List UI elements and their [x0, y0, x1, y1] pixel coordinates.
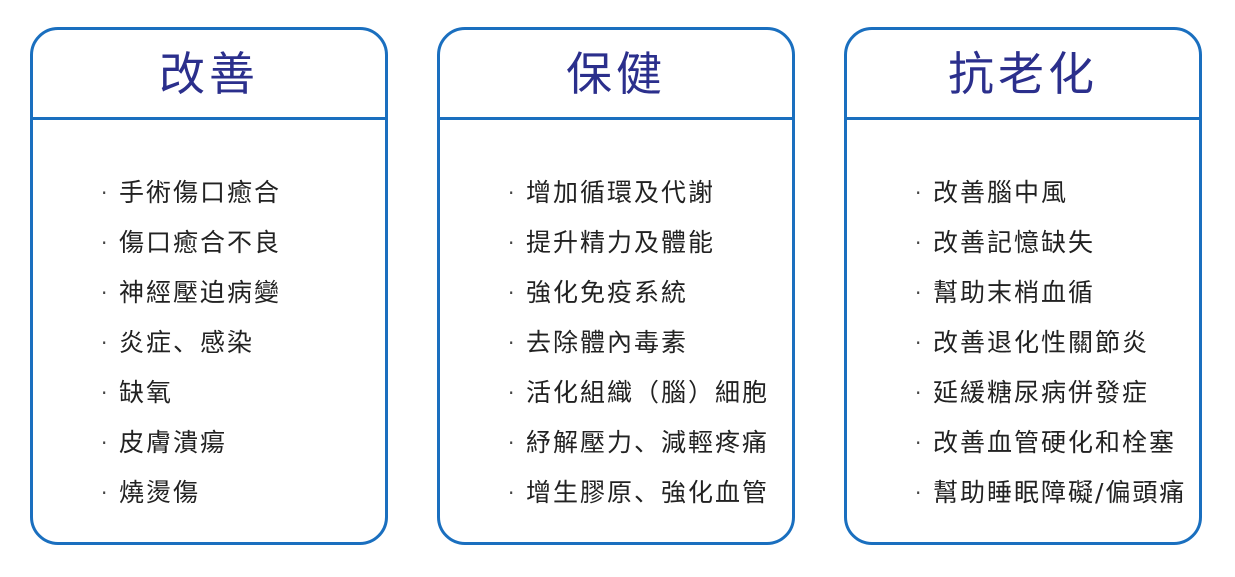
card-header: 保健	[440, 30, 792, 120]
bullet-icon: ·	[508, 231, 517, 255]
card-header: 改善	[33, 30, 385, 120]
list-item: · 改善腦中風	[915, 168, 1186, 218]
card-title: 改善	[159, 46, 259, 101]
bullet-icon: ·	[101, 231, 110, 255]
list-item: · 傷口癒合不良	[101, 218, 281, 268]
list-item-label: 神經壓迫病變	[119, 278, 282, 307]
benefit-list: · 增加循環及代謝 · 提升精力及體能 · 強化免疫系統 · 去除體內毒素 · 活化組織（…	[508, 168, 769, 518]
card-title: 保健	[566, 46, 666, 101]
bullet-icon: ·	[101, 181, 110, 205]
bullet-icon: ·	[101, 331, 110, 355]
list-item: · 手術傷口癒合	[101, 168, 281, 218]
benefit-list: · 手術傷口癒合 · 傷口癒合不良 · 神經壓迫病變 · 炎症、感染 · 缺氧 · 皮膚潰瘍…	[101, 168, 281, 518]
card-title: 抗老化	[948, 46, 1098, 101]
list-item: · 燒燙傷	[101, 468, 281, 518]
list-item: · 強化免疫系統	[508, 268, 769, 318]
bullet-icon: ·	[101, 381, 110, 405]
list-item: · 炎症、感染	[101, 318, 281, 368]
list-item: · 增加循環及代謝	[508, 168, 769, 218]
list-item-label: 增生膠原、強化血管	[526, 478, 770, 507]
list-item-label: 幫助睡眠障礙/偏頭痛	[933, 478, 1187, 507]
list-item: · 幫助末梢血循	[915, 268, 1186, 318]
list-item: · 改善血管硬化和栓塞	[915, 418, 1186, 468]
list-item-label: 傷口癒合不良	[119, 228, 282, 257]
list-item-label: 改善腦中風	[933, 178, 1069, 207]
bullet-icon: ·	[508, 331, 517, 355]
list-item: · 活化組織（腦）細胞	[508, 368, 769, 418]
list-item-label: 改善記憶缺失	[933, 228, 1096, 257]
list-item: · 改善記憶缺失	[915, 218, 1186, 268]
list-item-label: 幫助末梢血循	[933, 278, 1096, 307]
list-item-label: 增加循環及代謝	[526, 178, 716, 207]
card-anti-aging: 抗老化 · 改善腦中風 · 改善記憶缺失 · 幫助末梢血循 · 改善退化性關節炎 · 延緩…	[844, 27, 1202, 545]
list-item: · 延緩糖尿病併發症	[915, 368, 1186, 418]
bullet-icon: ·	[101, 281, 110, 305]
benefit-list: · 改善腦中風 · 改善記憶缺失 · 幫助末梢血循 · 改善退化性關節炎 · 延緩糖尿病併…	[915, 168, 1186, 518]
bullet-icon: ·	[915, 231, 924, 255]
list-item-label: 皮膚潰瘍	[119, 428, 228, 457]
list-item: · 皮膚潰瘍	[101, 418, 281, 468]
list-item: · 改善退化性關節炎	[915, 318, 1186, 368]
list-item-label: 改善血管硬化和栓塞	[933, 428, 1177, 457]
list-item: · 缺氧	[101, 368, 281, 418]
bullet-icon: ·	[915, 281, 924, 305]
bullet-icon: ·	[915, 381, 924, 405]
bullet-icon: ·	[101, 481, 110, 505]
list-item: · 幫助睡眠障礙/偏頭痛	[915, 468, 1186, 518]
bullet-icon: ·	[915, 331, 924, 355]
bullet-icon: ·	[508, 481, 517, 505]
bullet-icon: ·	[915, 431, 924, 455]
list-item-label: 燒燙傷	[119, 478, 201, 507]
list-item-label: 提升精力及體能	[526, 228, 716, 257]
list-item-label: 紓解壓力、減輕疼痛	[526, 428, 770, 457]
bullet-icon: ·	[101, 431, 110, 455]
list-item: · 增生膠原、強化血管	[508, 468, 769, 518]
card-header: 抗老化	[847, 30, 1199, 120]
list-item-label: 炎症、感染	[119, 328, 255, 357]
list-item-label: 改善退化性關節炎	[933, 328, 1150, 357]
bullet-icon: ·	[915, 181, 924, 205]
list-item-label: 手術傷口癒合	[119, 178, 282, 207]
list-item-label: 缺氧	[119, 378, 174, 407]
list-item-label: 延緩糖尿病併發症	[933, 378, 1150, 407]
bullet-icon: ·	[915, 481, 924, 505]
list-item: · 紓解壓力、減輕疼痛	[508, 418, 769, 468]
card-improve: 改善 · 手術傷口癒合 · 傷口癒合不良 · 神經壓迫病變 · 炎症、感染 · 缺氧 · 皮…	[30, 27, 388, 545]
list-item: · 提升精力及體能	[508, 218, 769, 268]
bullet-icon: ·	[508, 381, 517, 405]
list-item-label: 去除體內毒素	[526, 328, 689, 357]
card-health: 保健 · 增加循環及代謝 · 提升精力及體能 · 強化免疫系統 · 去除體內毒素 · 活化…	[437, 27, 795, 545]
list-item-label: 活化組織（腦）細胞	[526, 378, 770, 407]
bullet-icon: ·	[508, 431, 517, 455]
list-item: · 去除體內毒素	[508, 318, 769, 368]
bullet-icon: ·	[508, 281, 517, 305]
list-item-label: 強化免疫系統	[526, 278, 689, 307]
list-item: · 神經壓迫病變	[101, 268, 281, 318]
bullet-icon: ·	[508, 181, 517, 205]
